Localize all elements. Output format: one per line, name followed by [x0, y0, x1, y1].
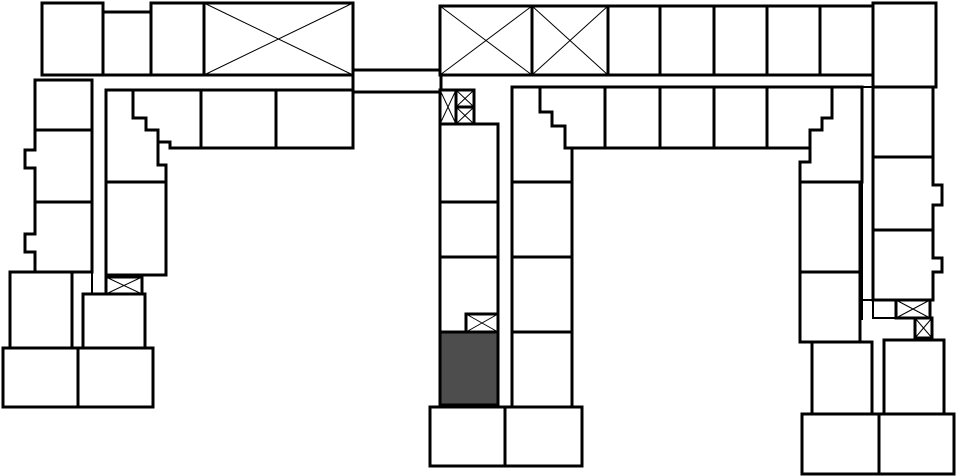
open-to-below-west-x2: [203, 2, 354, 76]
unit-west-outer-4[interactable]: [8, 270, 74, 350]
unit-east-right-inner-1[interactable]: [798, 180, 862, 274]
unit-east-mid-1[interactable]: [510, 180, 574, 259]
unit-east-left-2[interactable]: [438, 200, 500, 259]
unit-west-top-2[interactable]: [101, 10, 153, 77]
shaft-east-1-x2: [439, 89, 457, 125]
unit-east-top-5[interactable]: [818, 4, 875, 77]
unit-east-right-inner-top[interactable]: [798, 85, 864, 184]
unit-west-outer-2[interactable]: [23, 128, 94, 204]
shaft-west-inner-x2: [105, 276, 143, 295]
bridge-corridor: [351, 68, 443, 94]
unit-east-left-selected[interactable]: [438, 330, 500, 407]
west-wing: [1, 1, 355, 409]
unit-east-top-1[interactable]: [606, 4, 662, 77]
unit-west-inner-3[interactable]: [81, 292, 147, 350]
open-to-below-east-2-x2: [531, 5, 609, 76]
shaft-east-3-x2: [455, 106, 475, 125]
unit-east-bottom-right-1[interactable]: [800, 412, 881, 476]
unit-east-court-4[interactable]: [712, 85, 769, 150]
open-to-below-east-1-x2: [439, 5, 533, 76]
unit-east-lower-1[interactable]: [810, 340, 874, 416]
unit-east-mid-2[interactable]: [510, 255, 574, 334]
unit-east-court-2[interactable]: [603, 85, 662, 150]
unit-east-bottom-left-2[interactable]: [503, 405, 584, 468]
unit-east-court-3[interactable]: [658, 85, 716, 150]
unit-east-bottom-right-2[interactable]: [877, 412, 956, 476]
unit-west-court-2[interactable]: [199, 88, 278, 150]
unit-east-top-4[interactable]: [765, 4, 822, 77]
unit-east-mid-3[interactable]: [510, 330, 574, 409]
shaft-east-right-1-x2: [895, 299, 931, 319]
shaft-east-right-2-x2: [914, 317, 933, 339]
unit-east-right-inner-2[interactable]: [798, 270, 862, 344]
unit-west-bottom-2[interactable]: [76, 346, 155, 409]
unit-east-outer-3[interactable]: [871, 228, 944, 302]
unit-east-lower-2[interactable]: [882, 338, 946, 416]
unit-east-bottom-left-1[interactable]: [428, 405, 507, 468]
unit-west-court-3[interactable]: [274, 88, 355, 150]
connecting-bridge: [351, 68, 443, 94]
unit-west-outer-3[interactable]: [23, 200, 94, 274]
unit-east-top-2[interactable]: [658, 4, 716, 77]
unit-west-bottom-1[interactable]: [1, 346, 80, 409]
unit-west-top-1[interactable]: [40, 1, 105, 77]
unit-west-top-3[interactable]: [149, 1, 206, 77]
unit-east-outer-1[interactable]: [871, 85, 935, 159]
corridor-east-lower: [862, 299, 896, 319]
unit-east-outer-2[interactable]: [871, 155, 944, 232]
east-wing: [428, 1, 956, 476]
unit-east-left-1[interactable]: [438, 122, 500, 204]
shaft-east-left-x2: [465, 313, 499, 333]
shaft-east-2-x2: [455, 89, 475, 108]
unit-west-inner-2[interactable]: [104, 180, 168, 277]
unit-east-top-6[interactable]: [871, 1, 938, 89]
unit-east-top-3[interactable]: [712, 4, 769, 77]
unit-west-outer-1[interactable]: [33, 78, 94, 132]
